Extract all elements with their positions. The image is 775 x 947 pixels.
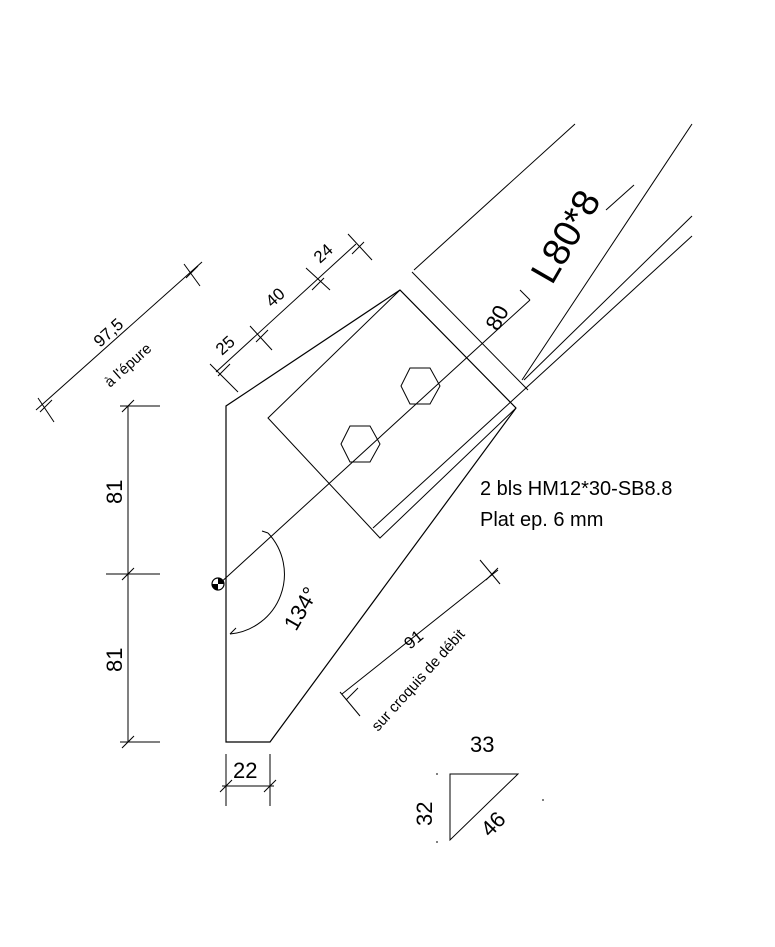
base-dimension: 22 [219,754,277,806]
gusset-plate [225,289,517,743]
dim-lower-81: 81 [102,648,127,672]
diagonal-dimension-97-5: 97,5 à l'épure [35,261,203,423]
profile-width: 80 [480,301,514,334]
triangle-detail: 33 32 46 [412,732,544,843]
angle-dimension: 134° [229,530,323,635]
dim-cut-91: 91 [400,626,427,653]
bolt-axis [217,184,635,586]
bolts-note: 2 bls HM12*30-SB8.8 [480,478,672,500]
dim-upper-81: 81 [102,480,127,504]
angle-profile [372,123,693,529]
triangle-hypotenuse: 46 [476,806,511,841]
plate-note: Plat ep. 6 mm [480,509,603,531]
dim-97-5: 97,5 [90,315,127,351]
dim-97-5-note: à l'épure [101,340,155,391]
cut-dimension-91: 91 sur croquis de débit [339,559,501,735]
dim-edge-24: 24 [310,240,337,267]
vertical-dimension: 81 81 [102,399,160,749]
profile-label: L80*8 [523,183,609,290]
angle-label: 134° [279,583,323,635]
dim-pitch-40: 40 [262,284,289,311]
dim-base-22: 22 [233,758,257,783]
triangle-top: 33 [470,732,494,757]
bolt-hexagon [340,425,381,463]
triangle-side: 32 [412,802,437,826]
chain-dimension: 25 40 24 [209,233,373,393]
centroid-marker [211,577,225,591]
splice-plate [267,289,517,539]
bolt-hexagon [400,367,441,405]
